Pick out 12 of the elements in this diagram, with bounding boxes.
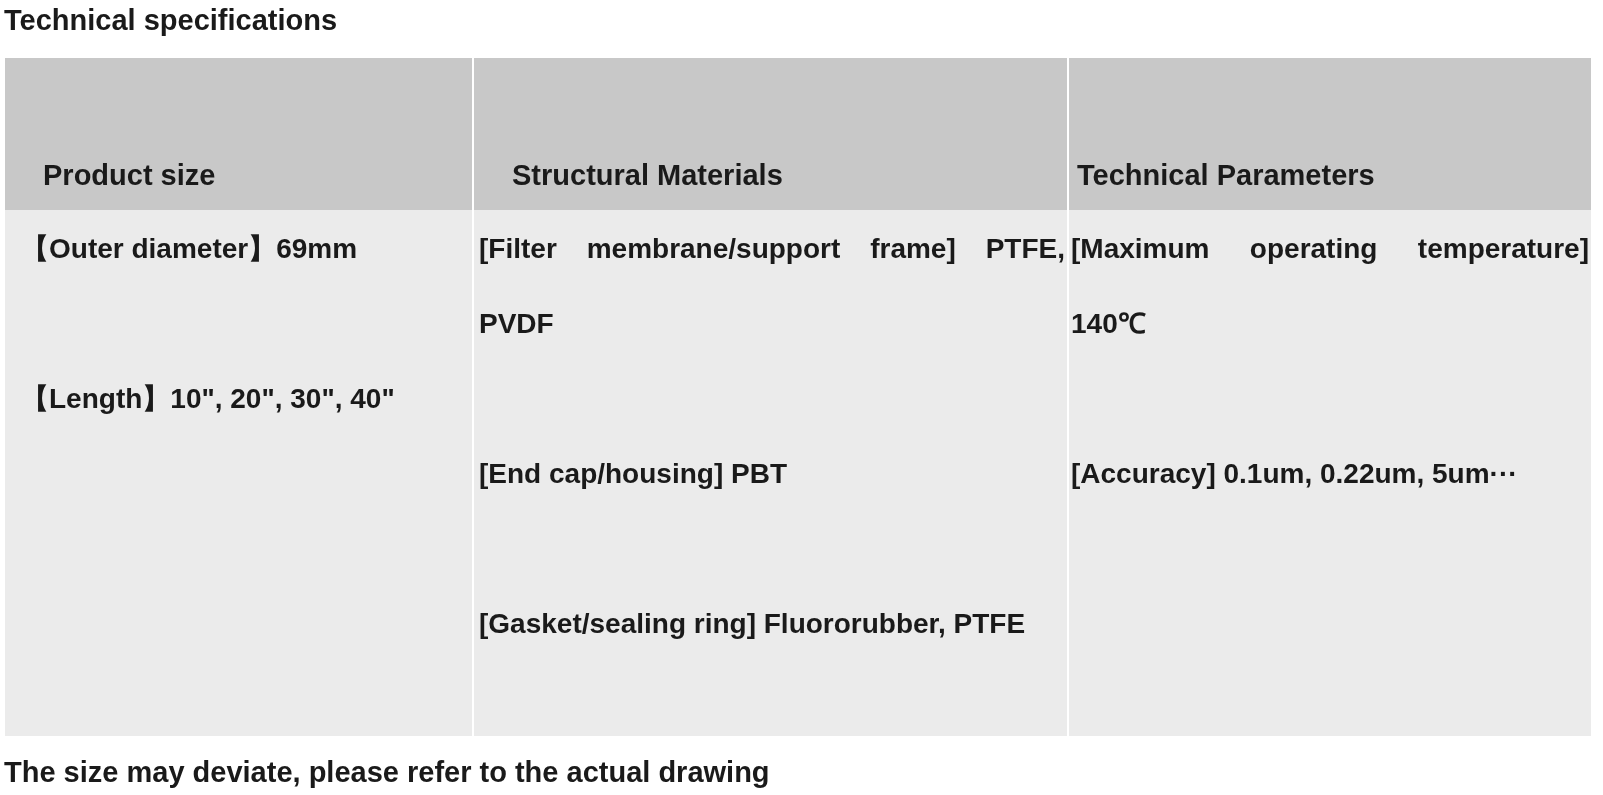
header-text: Technical Parameters (1077, 159, 1375, 192)
header-text: Structural Materials (512, 159, 783, 192)
caption: The size may deviate, please refer to the actual drawing (4, 755, 770, 790)
cell-text: [Maximum operating temperature] 140℃ (1071, 232, 1589, 341)
cell-text: [Accuracy] 0.1um, 0.22um, 5um··· (1071, 457, 1519, 491)
cell-text: [Filter membrane/support frame] PTFE, PVDF (479, 232, 1065, 341)
header-text: Product size (43, 159, 216, 192)
cell-text: 【Length】10", 20", 30", 40" (21, 382, 396, 416)
cell-text: [Gasket/sealing ring] Fluororubber, PTFE (479, 607, 1027, 641)
cell-text: 【Outer diameter】69mm (21, 232, 359, 266)
title: Technical specifications (4, 3, 338, 38)
cell-text: [End cap/housing] PBT (479, 457, 788, 491)
